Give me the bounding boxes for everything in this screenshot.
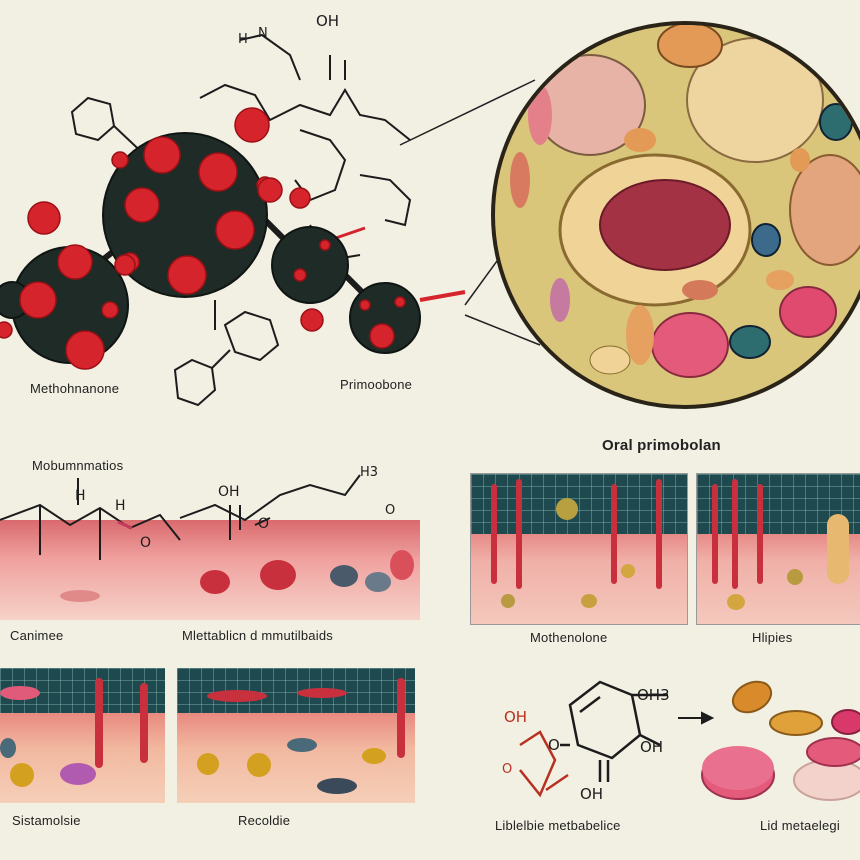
tissue-grid-panel-1: [470, 473, 688, 625]
section-title: Oral primobolan: [602, 437, 721, 454]
chem-chain-h2: H: [115, 498, 126, 514]
chem-ring-o-red: O: [502, 762, 513, 777]
tissue-grid-panel-4: [177, 668, 415, 803]
label-bottom-2: Recoldie: [238, 813, 291, 828]
chem-chain-oh: OH: [218, 484, 240, 500]
cell-illustration: [399, 21, 860, 409]
label-bottom-1: Sistamolsie: [12, 813, 81, 828]
chem-ring-oh-mid: OH: [640, 738, 664, 756]
label-tissue-left: Canimee: [10, 628, 64, 643]
chain-title: Mobumnmatios: [32, 458, 124, 473]
chem-ring-oh-red: OH: [504, 708, 528, 726]
label-tissue-grid-1: Mothenolone: [530, 630, 608, 645]
chem-chain-h1: H: [75, 488, 86, 504]
chem-ring-oh-bottom: OH: [580, 785, 604, 803]
tissue-panel-left: [0, 520, 420, 620]
chem-h-top: H: [238, 32, 248, 47]
chem-n-top: N: [258, 26, 268, 41]
chem-ring-o-left: O: [548, 736, 560, 754]
tissue-grid-panel-2: [696, 473, 860, 625]
chem-chain-o3: O: [385, 503, 396, 518]
molecule-illustration: [0, 33, 466, 407]
label-bottom-3: Liblelbie metbabelice: [495, 818, 621, 833]
chem-chain-o2: O: [258, 516, 270, 532]
label-tissue-middle: Mlettablicn d mmutilbaids: [182, 628, 333, 643]
tissue-grid-panel-3: [0, 668, 165, 803]
label-tissue-grid-2: Hlipies: [752, 630, 793, 645]
chem-chain-h3: H3: [360, 465, 379, 480]
label-molecule-left: Methohnanone: [30, 381, 120, 396]
chem-ring-oh-top: OH3: [637, 686, 670, 704]
chain-structure: [0, 474, 361, 560]
label-molecule-right: Primoobone: [340, 377, 413, 392]
chem-chain-o1: O: [140, 535, 152, 551]
label-bottom-4: Lid metaelegi: [760, 818, 840, 833]
chem-oh-top: OH: [316, 12, 340, 30]
